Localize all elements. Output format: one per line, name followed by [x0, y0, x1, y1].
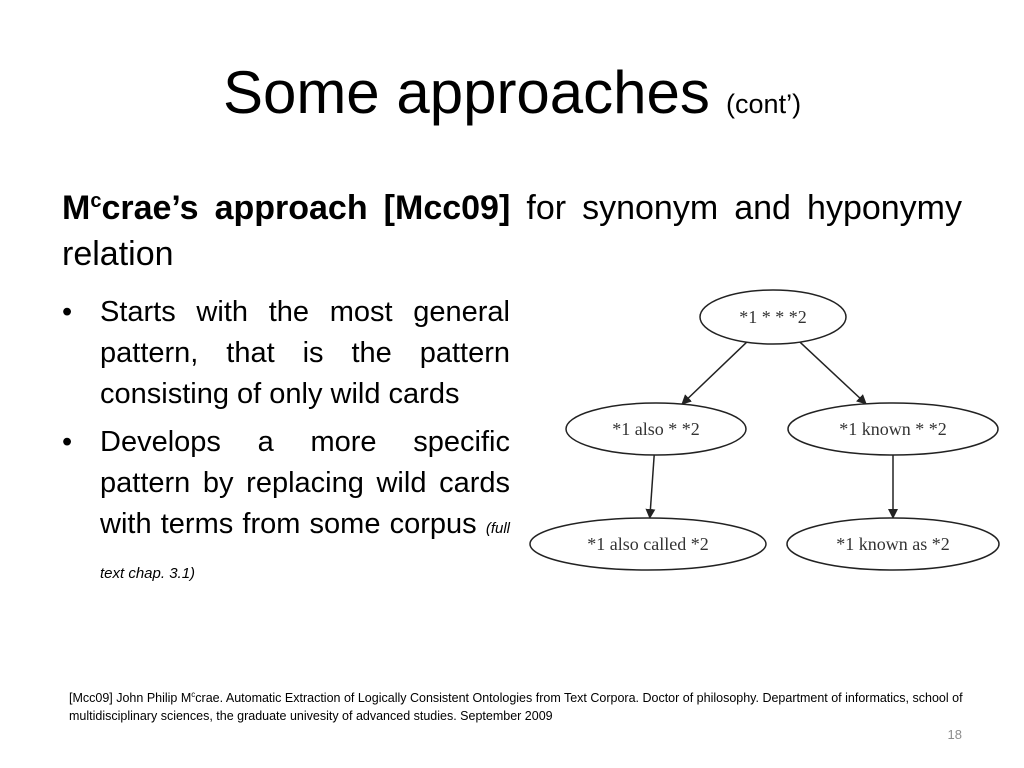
pattern-tree-diagram: *1 * * *2 *1 also * *2 *1 known * *2 *1 als…: [529, 289, 1000, 571]
node-label: *1 * * *2: [739, 307, 807, 327]
bullet-marker: •: [62, 296, 73, 328]
footnote-sup: c: [191, 690, 196, 699]
edge-arrow-also-also_called: [645, 454, 656, 520]
bullet-list: • Starts with the most general pattern, …: [62, 292, 510, 601]
edge-arrow-root-known: [799, 341, 867, 405]
node-known: *1 known * *2: [787, 402, 999, 456]
node-ellipse: [787, 402, 999, 456]
heading-author-initial: M: [62, 189, 91, 227]
bullet-text: Starts with the most general pattern, th…: [100, 296, 510, 410]
slide-title-main: Some approaches: [222, 59, 710, 126]
node-also: *1 also * *2: [565, 402, 747, 456]
footnote-reference: [Mcc09] John Philip Mccrae. Automatic Ex…: [69, 689, 979, 725]
node-label: *1 also called *2: [587, 534, 708, 554]
footnote-before: [Mcc09] John Philip M: [69, 691, 192, 705]
bullet-text: Develops a more specific pattern by repl…: [100, 426, 510, 540]
heading-author-sup: c: [90, 190, 102, 212]
node-ellipse: [699, 289, 847, 345]
footnote-after: crae. Automatic Extraction of Logically …: [69, 691, 963, 723]
section-heading: Mccrae’s approach [Mcc09] for synonym an…: [62, 185, 962, 277]
bullet-item: • Develops a more specific pattern by re…: [62, 422, 510, 594]
bullet-marker: •: [62, 426, 73, 458]
node-label: *1 known as *2: [836, 534, 950, 554]
node-also_called: *1 also called *2: [529, 517, 767, 571]
heading-rest: for synonym and hyponymy relation: [62, 189, 962, 273]
bullet-note: (full text chap. 3.1): [100, 520, 511, 582]
node-label: *1 also * *2: [612, 419, 700, 439]
node-known_as: *1 known as *2: [786, 517, 1000, 571]
page-number: 18: [947, 727, 962, 742]
node-ellipse: [786, 517, 1000, 571]
bullet-item: • Starts with the most general pattern, …: [62, 292, 510, 415]
slide-title: Some approaches (cont’): [0, 58, 1024, 139]
heading-author-rest: crae’s approach [Mcc09]: [101, 189, 511, 227]
node-ellipse: [565, 402, 747, 456]
slide-title-suffix: (cont’): [726, 89, 802, 119]
edge-arrow-root-also: [681, 341, 748, 405]
node-root: *1 * * *2: [699, 289, 847, 345]
node-ellipse: [529, 517, 767, 571]
node-label: *1 known * *2: [839, 419, 947, 439]
